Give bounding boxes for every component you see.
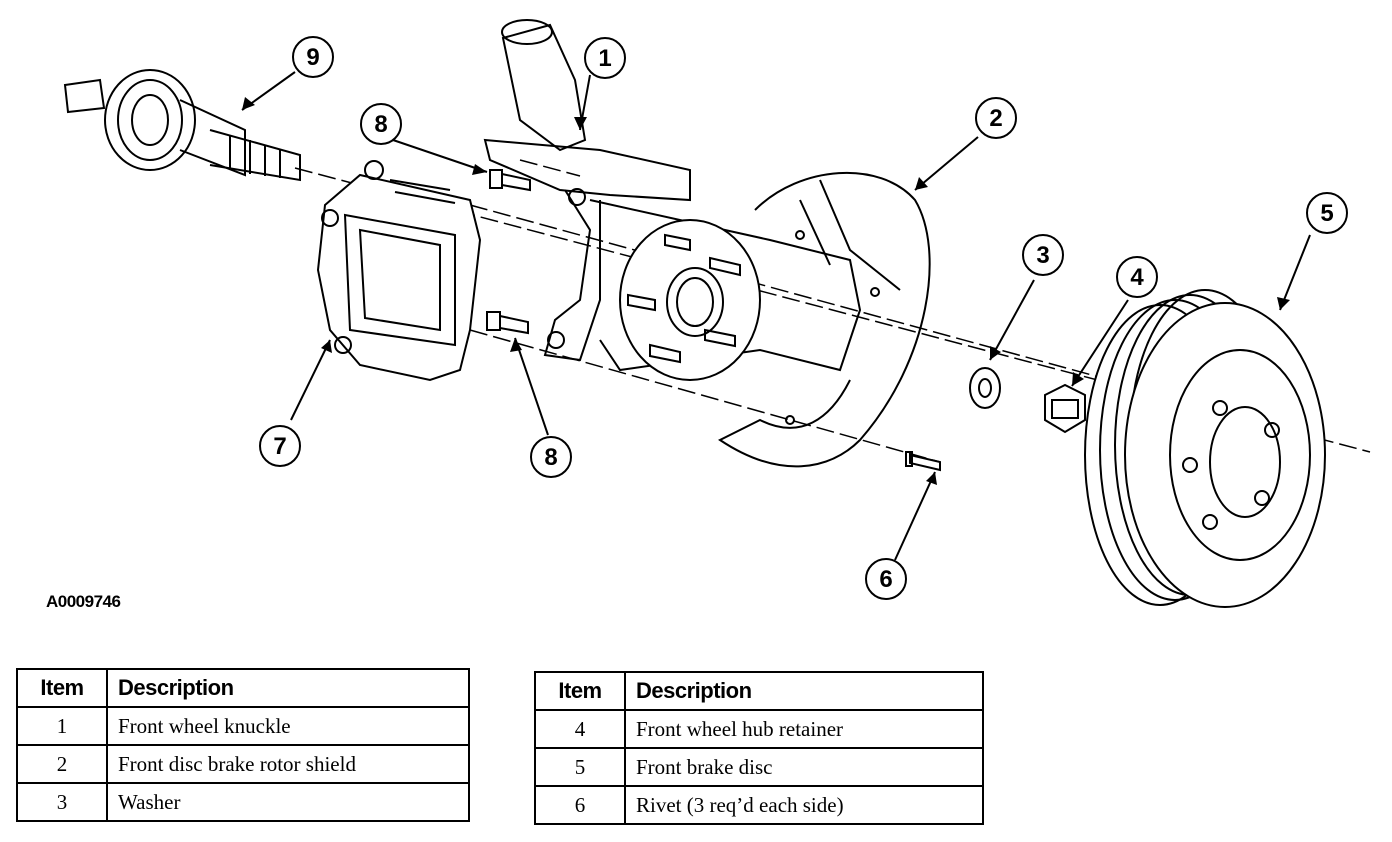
callout-9: 9 — [292, 36, 334, 78]
rivet — [905, 451, 941, 472]
item-number: 5 — [534, 747, 626, 787]
front-wheel-knuckle — [483, 19, 862, 372]
callout-6: 6 — [865, 558, 907, 600]
callout-1: 1 — [584, 37, 626, 79]
item-description: Front disc brake rotor shield — [106, 744, 470, 784]
callout-7: 7 — [259, 425, 301, 467]
figure-id: A0009746 — [46, 592, 121, 611]
item-number: 2 — [16, 744, 108, 784]
hub-retainer-nut — [1044, 383, 1086, 434]
svg-text:6: 6 — [879, 566, 892, 593]
brake-caliper — [316, 160, 482, 382]
table-row: 4 Front wheel hub retainer — [534, 709, 984, 749]
rotor-shield — [718, 171, 931, 468]
svg-text:2: 2 — [989, 105, 1002, 132]
item-number: 3 — [16, 782, 108, 822]
svg-text:9: 9 — [306, 44, 319, 71]
legend-table-right: Item Description 4 Front wheel hub retai… — [534, 671, 984, 825]
callout-4: 4 — [1116, 256, 1158, 298]
washer — [969, 367, 1001, 409]
description-header: Description — [106, 668, 470, 708]
table-row: 3 Washer — [16, 782, 470, 822]
item-number: 1 — [16, 706, 108, 746]
svg-text:8: 8 — [544, 444, 557, 471]
svg-text:5: 5 — [1320, 200, 1333, 227]
item-description: Front wheel knuckle — [106, 706, 470, 746]
table-row: 1 Front wheel knuckle — [16, 706, 470, 746]
caliper-bolt-upper — [489, 169, 531, 192]
leader-lines — [241, 71, 1311, 561]
legend-header-row: Item Description — [16, 668, 470, 708]
item-description: Rivet (3 req’d each side) — [624, 785, 984, 825]
item-header: Item — [534, 671, 626, 711]
table-row: 2 Front disc brake rotor shield — [16, 744, 470, 784]
item-description: Washer — [106, 782, 470, 822]
svg-text:1: 1 — [598, 45, 611, 72]
table-row: 5 Front brake disc — [534, 747, 984, 787]
legend-table-left: Item Description 1 Front wheel knuckle 2… — [16, 668, 470, 822]
callout-5: 5 — [1306, 192, 1348, 234]
table-row: 6 Rivet (3 req’d each side) — [534, 785, 984, 825]
wheel-hub — [619, 219, 761, 381]
exploded-view-diagram: 9 1 8 2 5 3 4 7 8 6 — [63, 19, 1371, 608]
legend-header-row: Item Description — [534, 671, 984, 711]
leader-arrowheads — [242, 97, 1290, 485]
callout-3: 3 — [1022, 234, 1064, 276]
callout-8-upper: 8 — [360, 103, 402, 145]
description-header: Description — [624, 671, 984, 711]
item-header: Item — [16, 668, 108, 708]
svg-text:7: 7 — [273, 433, 286, 460]
svg-text:8: 8 — [374, 111, 387, 138]
callout-2: 2 — [975, 97, 1017, 139]
svg-text:3: 3 — [1036, 242, 1049, 269]
brake-disc — [1084, 289, 1326, 608]
half-shaft-cv-joint — [63, 69, 301, 182]
callout-8-lower: 8 — [530, 436, 572, 478]
item-description: Front brake disc — [624, 747, 984, 787]
caliper-bolt-lower — [486, 311, 529, 335]
item-number: 4 — [534, 709, 626, 749]
item-number: 6 — [534, 785, 626, 825]
svg-text:4: 4 — [1130, 264, 1144, 291]
item-description: Front wheel hub retainer — [624, 709, 984, 749]
